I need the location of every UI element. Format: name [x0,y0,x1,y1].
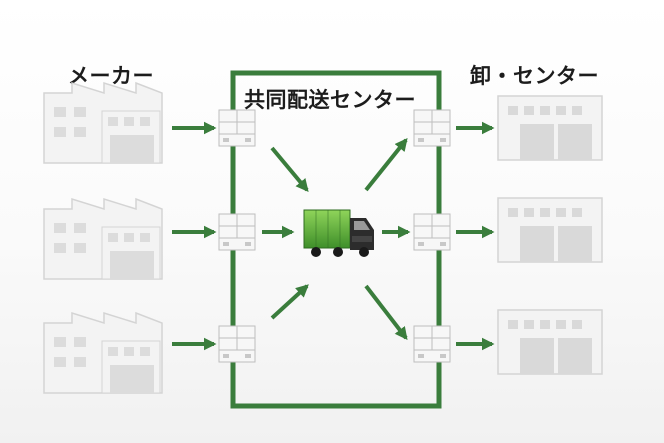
arrow-in-to-truck-3 [270,284,309,320]
pallet-icon [413,213,451,251]
factory-icon [43,197,163,280]
pallet-icon [218,213,256,251]
warehouse-icon [497,309,603,375]
center-label: 共同配送センター [244,88,416,112]
pallet-icon [218,325,256,363]
pallet-icon [413,109,451,147]
arrow-in-to-truck-1 [270,146,309,192]
arrow-truck-to-out-1 [364,138,408,192]
warehouse-icon [497,197,603,263]
flow-arrows [172,121,495,351]
arrow-truck-to-out-3 [364,284,408,341]
warehouse-icon [497,95,603,161]
pallet-icon [413,325,451,363]
factory-icon [43,81,163,164]
truck-icon [303,209,374,257]
pallet-icon [218,109,256,147]
factory-icon [43,311,163,394]
wholesale-label: 卸・センター [470,64,599,88]
